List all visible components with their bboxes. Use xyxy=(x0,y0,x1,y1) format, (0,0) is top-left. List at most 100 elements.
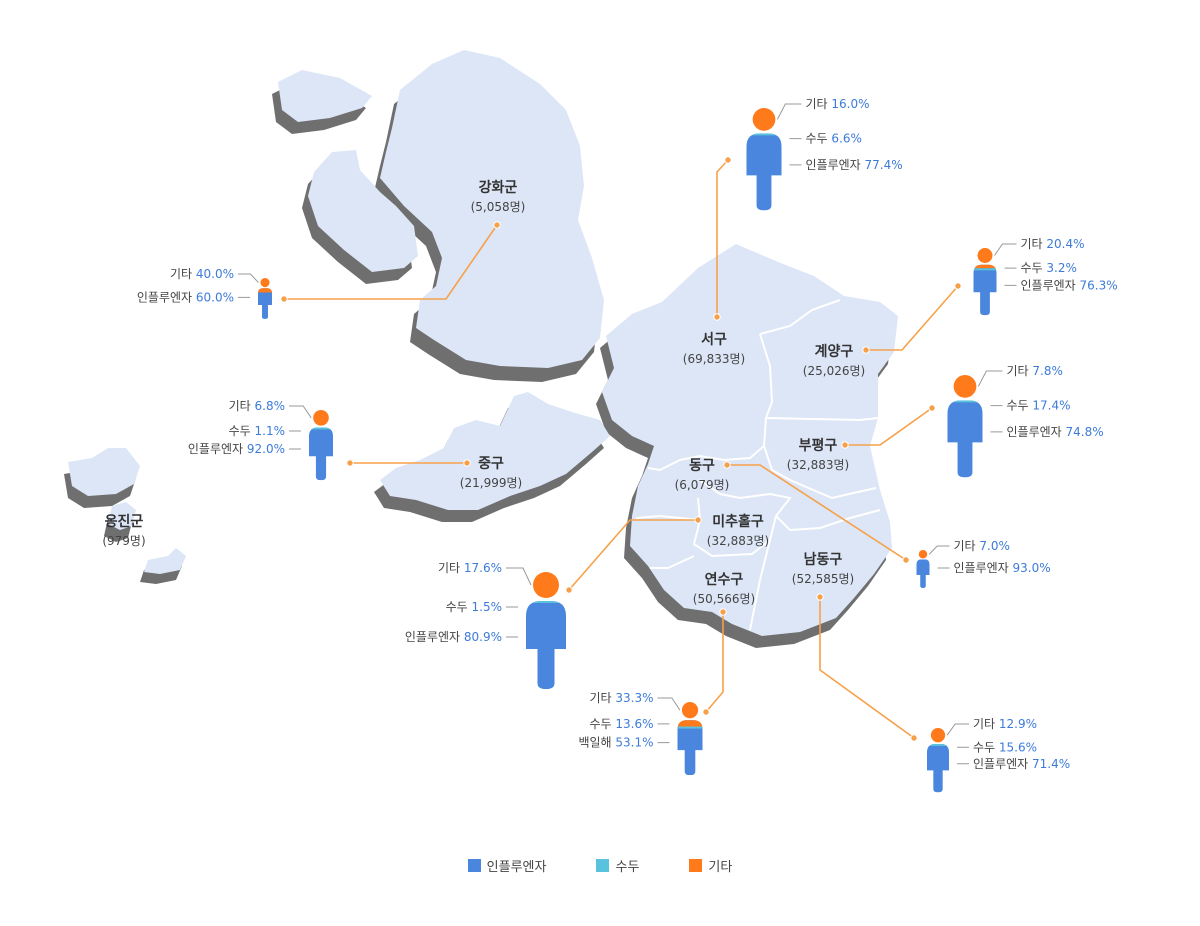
stat-label-yeonsu-1: 수두 xyxy=(589,717,615,731)
legend: 인플루엔자 수두 기타 xyxy=(0,856,1200,875)
stat-text-ganghwa-1: 인플루엔자 60.0% xyxy=(137,290,234,304)
leader-dot-michuhol-start xyxy=(694,516,702,524)
figure-segment-measles-seo xyxy=(746,133,782,136)
leader-dot-jung-end xyxy=(346,459,354,467)
stat-tick-dong-0 xyxy=(928,545,950,555)
stat-text-yeonsu-1: 수두 13.6% xyxy=(589,717,653,731)
stat-tick-gyeyang-0 xyxy=(994,243,1017,256)
leader-line-michuhol xyxy=(568,519,698,591)
stat-label-dong-0: 기타 xyxy=(954,539,980,553)
person-figures: 기타 40.0% 인플루엔자 60.0% 기타 16.0% 수두 6.6% 인플루엔자 … xyxy=(137,97,1118,793)
district-yeonsu: 연수구(50,566명) xyxy=(693,572,755,606)
figure-stat-seo-2: 인플루엔자 77.4% xyxy=(789,158,903,172)
stat-text-bupyeong-0: 기타 7.8% xyxy=(1007,364,1063,378)
district-seo: 서구 (69,833명) xyxy=(683,332,745,366)
figure-stat-ganghwa-0: 기타 40.0% xyxy=(170,267,259,283)
stat-text-namdong-1: 수두 15.6% xyxy=(973,740,1037,754)
stat-value-yeonsu-2: 53.1% xyxy=(615,736,653,750)
district-gyeyang: 계양구(25,026명) xyxy=(803,344,865,378)
figure-stat-gyeyang-1: 수두 3.2% xyxy=(1004,261,1077,275)
legend-swatch-other xyxy=(689,859,703,872)
stat-label-yeonsu-0: 기타 xyxy=(589,691,615,705)
stat-text-jung-0: 기타 6.8% xyxy=(229,399,285,413)
district-name-seo: 서구 xyxy=(701,332,727,348)
stat-text-dong-0: 기타 7.0% xyxy=(954,539,1010,553)
stat-value-dong-0: 7.0% xyxy=(979,539,1010,553)
figure-stat-yeonsu-0: 기타 33.3% xyxy=(589,691,681,711)
stat-value-seo-0: 16.0% xyxy=(831,97,869,111)
stat-label-gyeyang-2: 인플루엔자 xyxy=(1021,278,1080,292)
figure-stat-yeonsu-2: 백일해 53.1% xyxy=(578,736,670,750)
figure-head-seo xyxy=(752,108,776,131)
stat-value-namdong-2: 71.4% xyxy=(1032,757,1070,771)
figure-yeonsu: 기타 33.3% 수두 13.6% 백일해 53.1% xyxy=(578,691,703,776)
district-name-jung: 중구 xyxy=(478,456,504,472)
stat-label-seo-1: 수두 xyxy=(806,132,832,146)
district-bupyeong: 부평구(32,883명) xyxy=(787,437,849,472)
figure-segment-main-gyeyang xyxy=(973,264,997,316)
figure-stat-michuhol-0: 기타 17.6% xyxy=(438,561,532,586)
figure-stat-dong-1: 인플루엔자 93.0% xyxy=(937,561,1051,575)
figure-head-michuhol xyxy=(533,572,559,598)
stat-value-seo-1: 6.6% xyxy=(831,132,862,146)
stat-text-gyeyang-1: 수두 3.2% xyxy=(1021,261,1077,275)
stat-label-bupyeong-0: 기타 xyxy=(1007,364,1033,378)
figure-body-bupyeong xyxy=(947,400,983,478)
legend-label-other: 기타 xyxy=(708,860,733,875)
leader-dot-gyeyang-start xyxy=(862,346,870,354)
stat-value-jung-2: 92.0% xyxy=(247,442,285,456)
district-count-dong: (6,079명) xyxy=(675,478,730,492)
leader-dot-seo-end xyxy=(724,156,732,164)
leader-dot-seo-start xyxy=(713,313,721,321)
stat-text-namdong-0: 기타 12.9% xyxy=(973,717,1037,731)
stat-text-yeonsu-0: 기타 33.3% xyxy=(589,691,653,705)
district-count-yeonsu: (50,566명) xyxy=(693,592,755,606)
leader-dot-dong-start xyxy=(723,461,731,469)
figure-segment-other-yeonsu xyxy=(677,720,703,727)
leader-dot-yeonsu-end xyxy=(702,708,710,716)
figure-segment-main-michuhol xyxy=(526,601,566,689)
stat-label-michuhol-1: 수두 xyxy=(446,600,472,614)
leader-dot-jung-start xyxy=(463,459,471,467)
district-count-seo: (69,833명) xyxy=(683,352,745,366)
stat-label-seo-2: 인플루엔자 xyxy=(806,158,865,172)
district-dong: 동구(6,079명) xyxy=(675,458,730,492)
district-name-ongjin: 옹진군 xyxy=(105,513,144,530)
district-count-namdong: (52,585명) xyxy=(792,572,854,586)
leader-dot-yeonsu-start xyxy=(719,608,727,616)
district-ganghwa: 강화군(5,058명) xyxy=(471,179,526,214)
stat-label-gyeyang-0: 기타 xyxy=(1021,237,1047,251)
figure-body-gyeyang xyxy=(973,264,997,316)
leader-dot-gyeyang-end xyxy=(954,282,962,290)
figure-stat-michuhol-1: 수두 1.5% xyxy=(446,600,518,614)
district-count-ongjin: (979명) xyxy=(102,534,145,548)
figure-seo: 기타 16.0%수두 6.6%인플루엔자 77.4% xyxy=(746,97,903,211)
figure-jung: 기타 6.8%수두 1.1%인플루엔자 92.0% xyxy=(188,399,333,481)
figure-segment-main-namdong xyxy=(927,743,949,793)
figure-segment-main-seo xyxy=(746,133,782,211)
stat-value-bupyeong-1: 17.4% xyxy=(1032,399,1070,413)
stat-text-bupyeong-1: 수두 17.4% xyxy=(1007,399,1071,413)
stat-value-gyeyang-0: 20.4% xyxy=(1046,237,1084,251)
figure-stat-gyeyang-2: 인플루엔자 76.3% xyxy=(1004,278,1118,292)
legend-item-other: 기타 xyxy=(689,856,732,875)
leader-line-ganghwa xyxy=(284,224,498,300)
leader-dot-bupyeong-start xyxy=(841,441,849,449)
leader-dot-ganghwa-end xyxy=(280,295,288,303)
figure-stat-ganghwa-1: 인플루엔자 60.0% xyxy=(137,290,250,304)
figure-stat-yeonsu-1: 수두 13.6% xyxy=(589,717,670,731)
district-count-michuhol: (32,883명) xyxy=(707,534,769,548)
stat-label-jung-1: 수두 xyxy=(229,424,255,438)
figure-stat-jung-2: 인플루엔자 92.0% xyxy=(188,442,301,456)
figure-segment-measles-michuhol xyxy=(526,601,566,603)
figure-stat-dong-0: 기타 7.0% xyxy=(928,539,1010,555)
district-name-ganghwa: 강화군 xyxy=(479,179,518,196)
district-name-gyeyang: 계양구 xyxy=(815,344,854,360)
figure-stat-bupyeong-0: 기타 7.8% xyxy=(977,364,1063,387)
stat-label-jung-2: 인플루엔자 xyxy=(188,442,247,456)
stat-text-michuhol-0: 기타 17.6% xyxy=(438,561,502,575)
stat-tick-yeonsu-0 xyxy=(657,697,681,711)
stat-value-gyeyang-2: 76.3% xyxy=(1080,278,1118,292)
